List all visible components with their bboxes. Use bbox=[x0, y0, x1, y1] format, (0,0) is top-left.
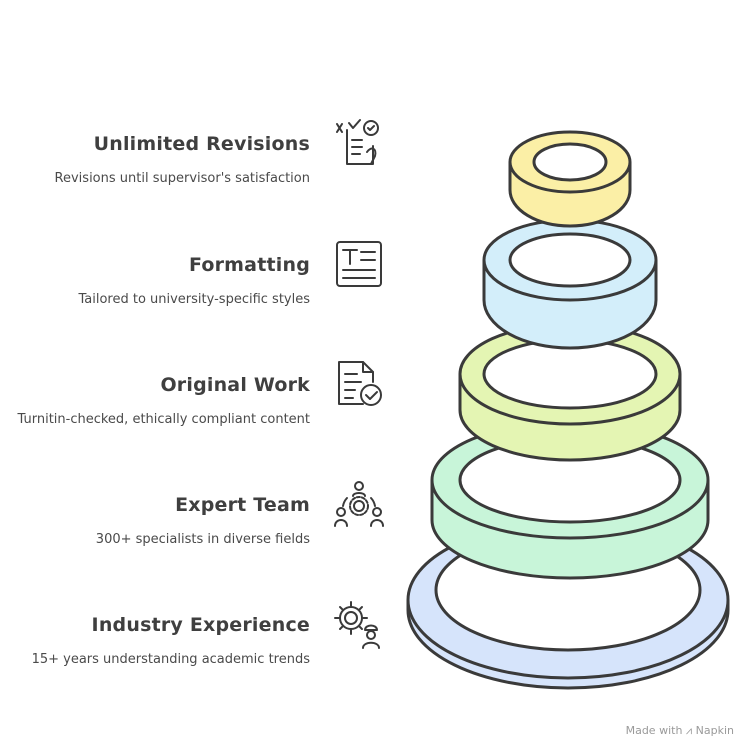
napkin-watermark: Made with ⩘ Napkin bbox=[626, 724, 734, 738]
feature-title: Industry Experience bbox=[91, 614, 310, 636]
ring-1 bbox=[508, 130, 632, 228]
feature-title: Original Work bbox=[160, 374, 310, 396]
verified-document-icon bbox=[333, 358, 385, 410]
feature-description: Turnitin-checked, ethically compliant co… bbox=[17, 412, 310, 427]
ring-3 bbox=[458, 322, 682, 462]
made-with-label: Made with bbox=[625, 724, 683, 737]
feature-title: Expert Team bbox=[175, 494, 310, 516]
feature-description: 15+ years understanding academic trends bbox=[31, 652, 310, 667]
brand-name: Napkin bbox=[695, 724, 734, 737]
feature-description: Tailored to university-specific styles bbox=[78, 292, 310, 307]
feature-description: 300+ specialists in diverse fields bbox=[95, 532, 310, 547]
feature-description: Revisions until supervisor's satisfactio… bbox=[54, 171, 310, 186]
ring-4 bbox=[430, 420, 710, 580]
gear-worker-icon bbox=[333, 598, 385, 650]
ring-2 bbox=[482, 218, 658, 350]
text-format-icon bbox=[333, 238, 385, 290]
feature-unlimited-revisions: Unlimited Revisions Revisions until supe… bbox=[10, 132, 310, 188]
napkin-logo-icon: ⩘ bbox=[685, 724, 693, 737]
feature-expert-team: Expert Team 300+ specialists in diverse … bbox=[10, 493, 310, 549]
checklist-icon bbox=[333, 118, 385, 170]
feature-title: Formatting bbox=[188, 254, 310, 276]
feature-title: Unlimited Revisions bbox=[93, 133, 310, 155]
feature-industry-experience: Industry Experience 15+ years understand… bbox=[10, 613, 310, 669]
ring-stack-diagram bbox=[406, 130, 730, 690]
feature-original-work: Original Work Turnitin-checked, ethicall… bbox=[10, 373, 310, 429]
team-gear-icon bbox=[333, 478, 385, 530]
feature-formatting: Formatting Tailored to university-specif… bbox=[10, 253, 310, 309]
